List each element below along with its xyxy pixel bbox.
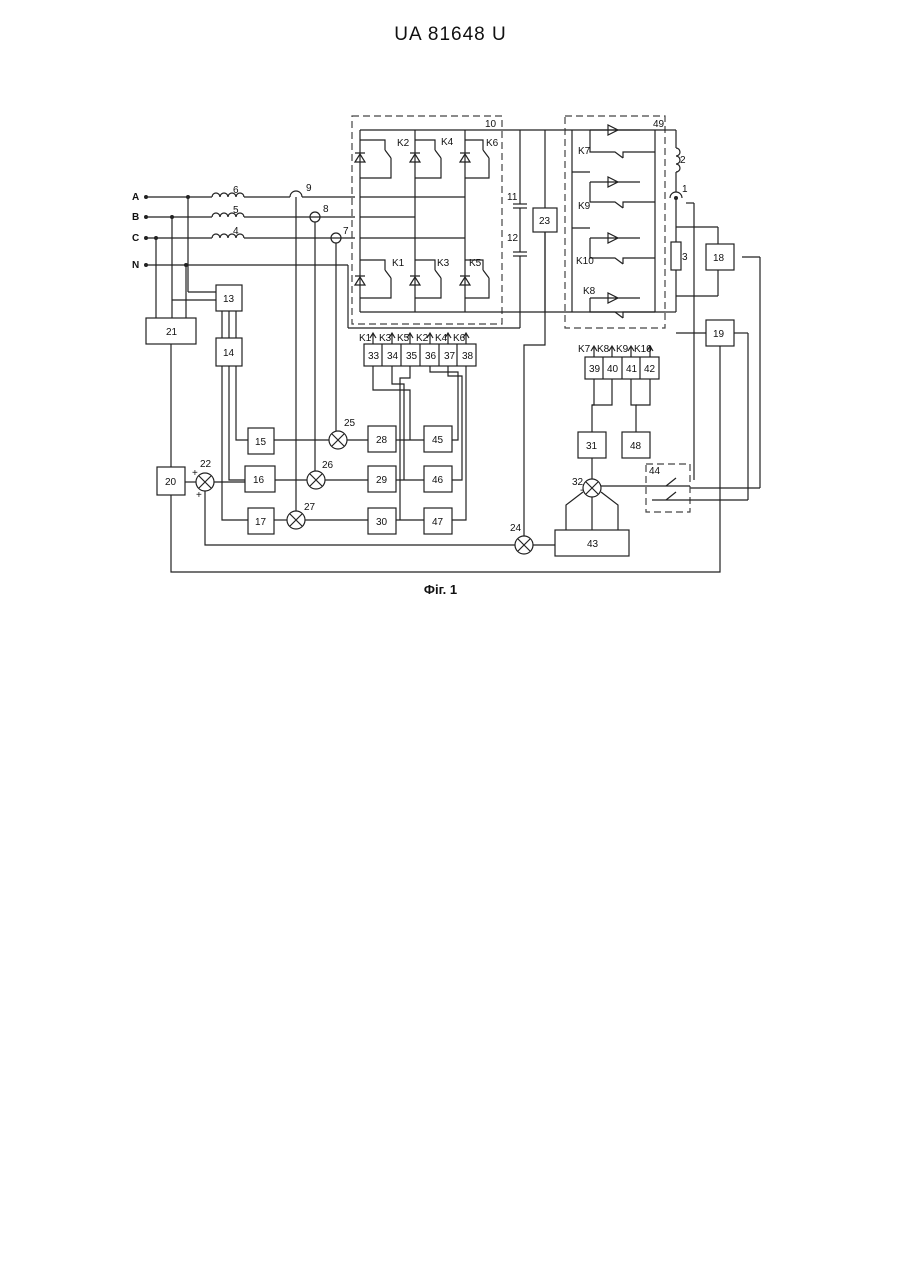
sensor-1-label: 1 xyxy=(682,184,688,195)
junction-24-label: 24 xyxy=(510,523,522,534)
junction-27-label: 27 xyxy=(304,502,316,513)
block-48-label: 48 xyxy=(630,441,642,452)
switch-k8: K8 xyxy=(583,286,596,297)
junction-22-plus-2: + xyxy=(196,490,202,501)
block-13-label: 13 xyxy=(223,294,235,305)
block-44-label: 44 xyxy=(649,466,661,477)
load-circuit: 2 1 3 xyxy=(665,130,760,488)
switch-k4: K4 xyxy=(441,137,454,148)
capacitor-11-label: 11 xyxy=(507,192,518,203)
inductor-5-label: 5 xyxy=(233,205,239,216)
inverter-frame-10 xyxy=(352,116,502,324)
junction-22-label: 22 xyxy=(200,459,212,470)
block-42-label: 42 xyxy=(644,364,656,375)
output-39: K7 xyxy=(578,344,591,355)
output-33: K1 xyxy=(359,333,372,344)
block-17-label: 17 xyxy=(255,517,267,528)
block-15-label: 15 xyxy=(255,437,267,448)
phase-lines: A B C N 6 5 4 9 8 7 xyxy=(132,183,520,328)
switch-k10: K10 xyxy=(576,256,594,267)
circuit-diagram: A B C N 6 5 4 9 8 7 xyxy=(0,0,901,640)
block-34-label: 34 xyxy=(387,351,399,362)
block-14-label: 14 xyxy=(223,348,235,359)
sensor-8-label: 8 xyxy=(323,204,329,215)
line-label-a: A xyxy=(132,192,139,203)
output-37: K4 xyxy=(435,333,448,344)
block-39-label: 39 xyxy=(589,364,601,375)
output-42: K10 xyxy=(634,344,652,355)
switch-k9: K9 xyxy=(578,201,591,212)
inductor-2-label: 2 xyxy=(680,155,686,166)
block-47-label: 47 xyxy=(432,517,444,528)
output-36: K2 xyxy=(416,333,429,344)
switch-k2: K2 xyxy=(397,138,410,149)
switch-k6: K6 xyxy=(486,138,499,149)
sensor-9-label: 9 xyxy=(306,183,312,194)
block-30-label: 30 xyxy=(376,517,388,528)
block-38-label: 38 xyxy=(462,351,474,362)
switch-k7: K7 xyxy=(578,146,591,157)
block-41-label: 41 xyxy=(626,364,638,375)
block-40-label: 40 xyxy=(607,364,619,375)
sensor-7-label: 7 xyxy=(343,226,349,237)
inductor-4-label: 4 xyxy=(233,226,239,237)
block-29-label: 29 xyxy=(376,475,388,486)
block-36-label: 36 xyxy=(425,351,437,362)
junction-25-label: 25 xyxy=(344,418,356,429)
junction-26-label: 26 xyxy=(322,460,334,471)
block-31-label: 31 xyxy=(586,441,598,452)
line-label-b: B xyxy=(132,212,139,223)
block-16-label: 16 xyxy=(253,475,265,486)
block-43-label: 43 xyxy=(587,539,599,550)
junction-22-plus: + xyxy=(192,468,198,479)
block-46-label: 46 xyxy=(432,475,444,486)
switch-k1: K1 xyxy=(392,258,405,269)
output-40: K8 xyxy=(597,344,610,355)
block-21-label: 21 xyxy=(166,327,178,338)
switch-k3: K3 xyxy=(437,258,450,269)
capacitor-12-label: 12 xyxy=(507,233,519,244)
line-label-n: N xyxy=(132,260,139,271)
frame-49-label: 49 xyxy=(653,119,665,130)
output-34: K3 xyxy=(379,333,392,344)
block-18-label: 18 xyxy=(713,253,725,264)
block-20-label: 20 xyxy=(165,477,177,488)
output-38: K6 xyxy=(453,333,466,344)
block-35-label: 35 xyxy=(406,351,418,362)
output-41: K9 xyxy=(616,344,629,355)
block-33-label: 33 xyxy=(368,351,380,362)
block-23-label: 23 xyxy=(539,216,551,227)
block-19-label: 19 xyxy=(713,329,725,340)
chopper-switches: K7 K9 K10 K8 xyxy=(565,125,665,318)
switch-k5: K5 xyxy=(469,258,482,269)
block-37-label: 37 xyxy=(444,351,456,362)
output-35: K5 xyxy=(397,333,410,344)
figure-caption: Фіг. 1 xyxy=(0,582,881,597)
block-28-label: 28 xyxy=(376,435,388,446)
line-label-c: C xyxy=(132,233,139,244)
resistor-3-label: 3 xyxy=(682,252,688,263)
inductor-6-label: 6 xyxy=(233,185,239,196)
frame-10-label: 10 xyxy=(485,119,497,130)
block-45-label: 45 xyxy=(432,435,444,446)
